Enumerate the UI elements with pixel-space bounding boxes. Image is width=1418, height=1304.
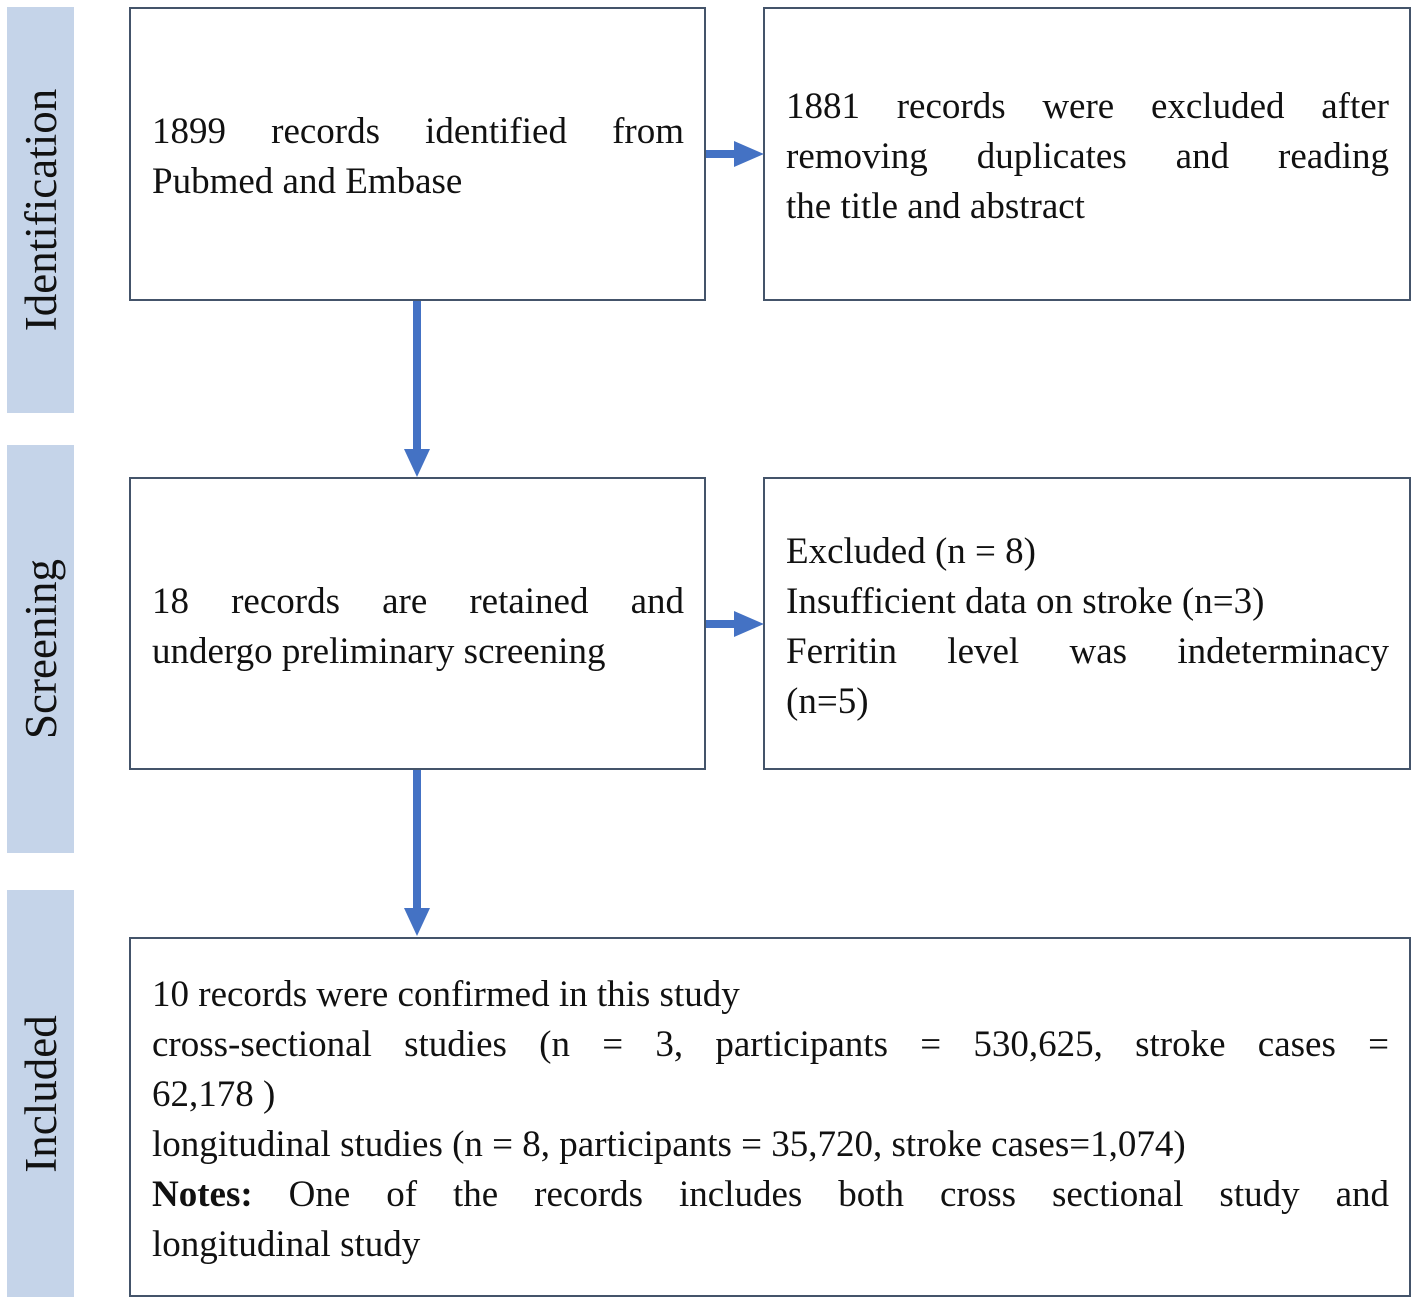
stage-label-included: Included [15, 1014, 66, 1173]
identified-records-text: 1899 records identified from Pubmed and … [152, 107, 684, 207]
notes-label: Notes: [152, 1174, 253, 1215]
arrow-identified-to-excluded-head [734, 141, 764, 167]
arrow-retained-to-included-shaft [413, 770, 421, 910]
stage-band-identification: Identification [7, 7, 74, 413]
excluded-dup-line-2: removing duplicates and reading [786, 136, 1389, 177]
arrow-identified-to-excluded-shaft [706, 150, 736, 158]
excluded-dup-line-3: the title and abstract [786, 186, 1085, 227]
stage-band-screening: Screening [7, 445, 74, 853]
retained-line-2: undergo preliminary screening [152, 631, 606, 672]
retained-line-1: 18 records are retained and [152, 581, 684, 622]
identified-line-2: Pubmed and Embase [152, 161, 463, 202]
included-records-text: 10 records were confirmed in this study … [152, 970, 1389, 1270]
excluded-dup-line-1: 1881 records were excluded after [786, 86, 1389, 127]
arrow-identified-to-retained-shaft [413, 301, 421, 451]
retained-records-box: 18 records are retained and undergo prel… [129, 477, 706, 770]
stage-label-identification: Identification [15, 88, 66, 332]
included-line-confirmed: 10 records were confirmed in this study [152, 974, 740, 1015]
excluded-duplicates-text: 1881 records were excluded after removin… [786, 82, 1389, 232]
identified-line-1: 1899 records identified from [152, 111, 684, 152]
stage-label-screening: Screening [15, 559, 66, 739]
excluded-screening-box: Excluded (n = 8) Insufficient data on st… [763, 477, 1411, 770]
stage-band-included: Included [7, 890, 74, 1297]
excluded-screening-text: Excluded (n = 8) Insufficient data on st… [786, 527, 1389, 727]
included-line-cross-sectional: cross-sectional studies (n = 3, particip… [152, 1024, 1389, 1065]
excluded-duplicates-box: 1881 records were excluded after removin… [763, 7, 1411, 301]
included-notes: Notes: One of the records includes both … [152, 1170, 1389, 1220]
excluded-item-insufficient: Insufficient data on stroke (n=3) [786, 581, 1265, 622]
included-line-longitudinal: longitudinal studies (n = 8, participant… [152, 1124, 1186, 1165]
retained-records-text: 18 records are retained and undergo prel… [152, 577, 684, 677]
excluded-item-ferritin-count: (n=5) [786, 681, 869, 722]
arrow-retained-to-excluded-head [734, 611, 764, 637]
identified-records-box: 1899 records identified from Pubmed and … [129, 7, 706, 301]
arrow-identified-to-retained-head [404, 449, 430, 477]
notes-text: One of the records includes both cross s… [252, 1174, 1389, 1215]
excluded-item-ferritin: Ferritin level was indeterminacy [786, 631, 1389, 672]
included-line-cross-sectional-cases: 62,178 ) [152, 1074, 276, 1115]
included-records-box: 10 records were confirmed in this study … [129, 937, 1411, 1297]
arrow-retained-to-excluded-shaft [706, 620, 736, 628]
arrow-retained-to-included-head [404, 908, 430, 936]
excluded-header: Excluded (n = 8) [786, 531, 1036, 572]
included-notes-cont: longitudinal study [152, 1224, 421, 1265]
